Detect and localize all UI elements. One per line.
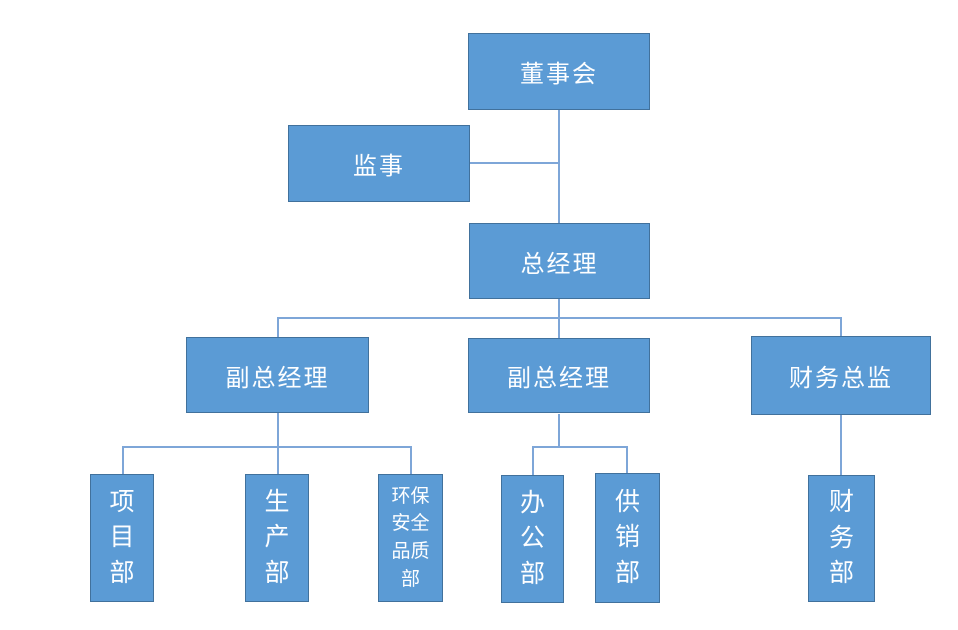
org-node-ehsq-label: 环保安全品质部	[391, 485, 430, 590]
connector-mid-spine	[532, 446, 627, 448]
org-node-vgm1: 副总经理	[186, 337, 369, 413]
connector-vgm2-down	[558, 414, 560, 446]
connector-cfo-finance	[840, 415, 842, 475]
org-node-board-label: 董事会	[520, 61, 598, 88]
org-node-finance-label: 财务部	[828, 488, 854, 588]
connector-drop-cfo	[840, 317, 842, 336]
connector-drop-office	[532, 446, 534, 475]
org-node-production-label: 生产部	[264, 487, 290, 587]
org-node-vgm2: 副总经理	[468, 338, 650, 413]
org-node-project-label: 项目部	[109, 487, 135, 587]
connector-gm-down	[558, 299, 560, 317]
org-node-supply: 供销部	[595, 473, 660, 603]
connector-vgm1-down	[277, 413, 279, 446]
connector-drop-vgm2	[558, 317, 560, 338]
org-node-gm: 总经理	[469, 223, 650, 299]
org-node-vgm1-label: 副总经理	[225, 364, 330, 392]
org-node-finance: 财务部	[808, 475, 875, 602]
org-node-supervisor: 监事	[288, 125, 470, 202]
org-node-project: 项目部	[90, 474, 154, 602]
org-node-office-label: 办公部	[519, 488, 545, 588]
org-node-supervisor-label: 监事	[353, 153, 405, 180]
org-node-office: 办公部	[501, 475, 564, 603]
connector-drop-vgm1	[277, 317, 279, 337]
connector-drop-supply	[626, 446, 628, 473]
org-node-vgm2-label: 副总经理	[507, 365, 611, 392]
org-node-gm-label: 总经理	[520, 250, 599, 278]
org-node-production: 生产部	[245, 474, 309, 602]
connector-drop-production	[277, 446, 279, 474]
connector-drop-ehsq	[410, 446, 412, 474]
org-node-cfo: 财务总监	[751, 336, 931, 415]
connector-board-gm	[558, 110, 560, 223]
connector-supervisor-trunk	[470, 162, 559, 164]
org-node-cfo-label: 财务总监	[789, 365, 893, 392]
org-node-board: 董事会	[468, 33, 650, 110]
connector-left-spine	[122, 446, 411, 448]
connector-drop-project	[122, 446, 124, 474]
org-node-supply-label: 供销部	[614, 487, 640, 587]
org-node-ehsq: 环保安全品质部	[378, 474, 443, 602]
